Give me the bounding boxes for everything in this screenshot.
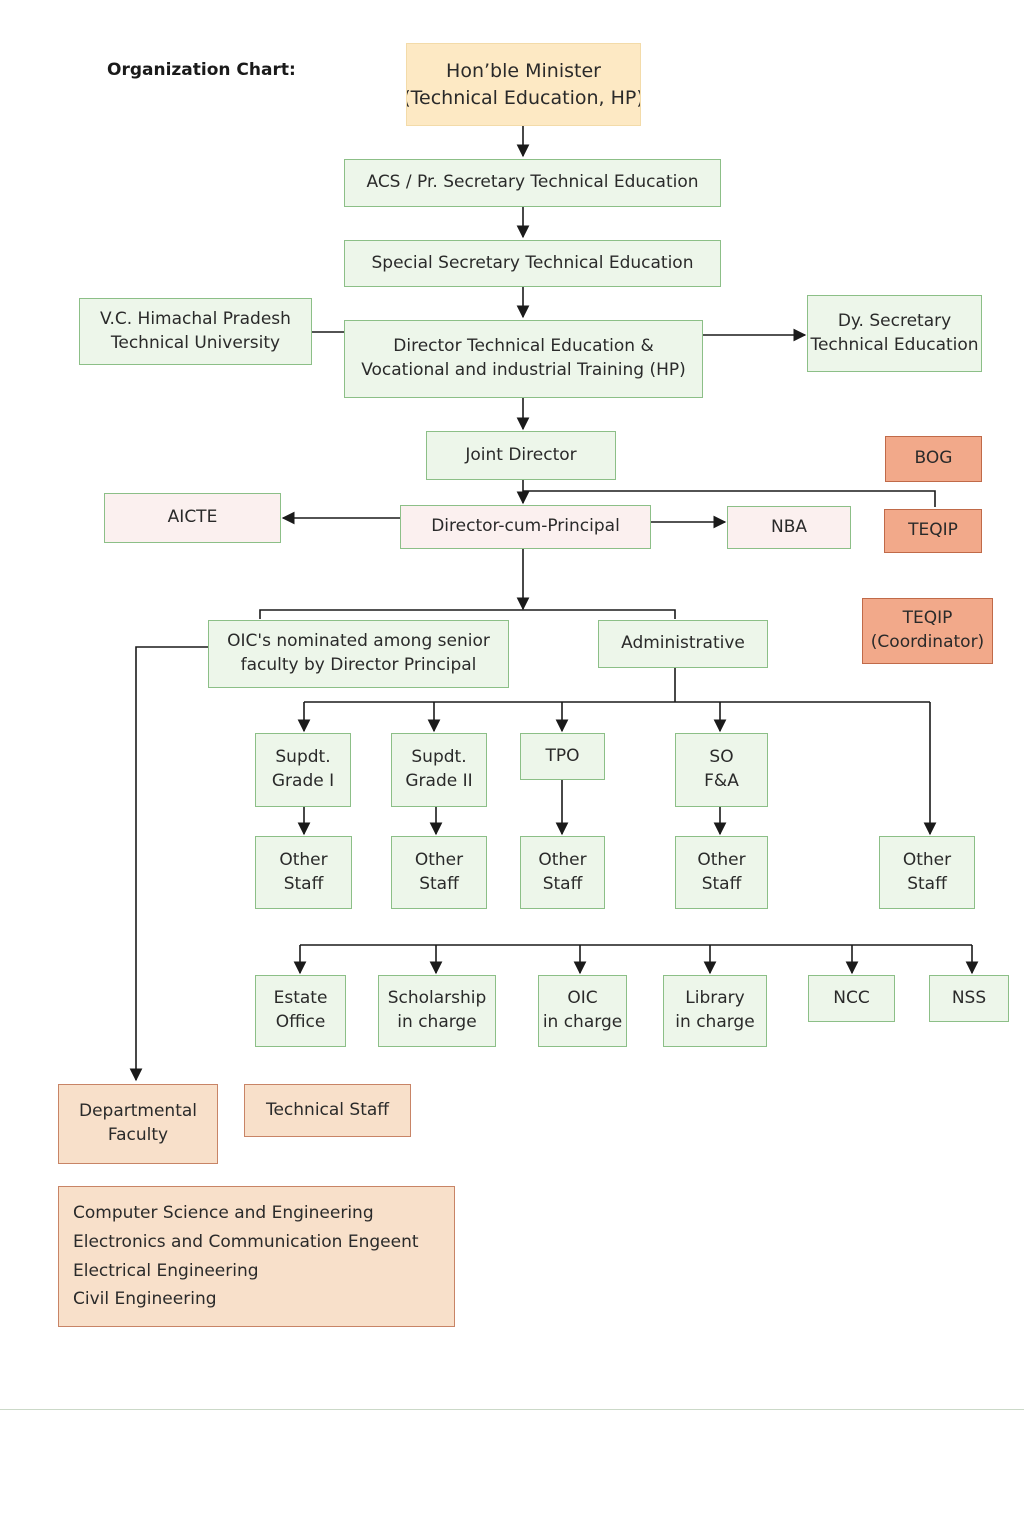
node-label-line: Staff bbox=[907, 873, 947, 894]
node-label-line: Technical University bbox=[110, 332, 281, 353]
chart-heading: Organization Chart: bbox=[107, 60, 296, 80]
node-label-line: BOG bbox=[914, 448, 953, 469]
node-oic-in-charge: OIC in charge bbox=[538, 975, 627, 1047]
node-label-line: AICTE bbox=[167, 507, 218, 528]
node-teqip: TEQIP bbox=[884, 509, 982, 553]
node-label-line: Office bbox=[275, 1012, 326, 1032]
node-label-line: Library bbox=[685, 988, 745, 1009]
node-label-line: faculty by Director Principal bbox=[240, 655, 477, 675]
node-label-line: Joint Director bbox=[465, 444, 577, 465]
node-label-line: Dy. Secretary bbox=[837, 310, 952, 331]
node-supdt-grade-1: Supdt. Grade I bbox=[255, 733, 351, 807]
footer-divider bbox=[0, 1409, 1024, 1410]
node-label-line: TEQIP bbox=[908, 520, 958, 541]
node-label-line: Departmental bbox=[78, 1101, 197, 1122]
node-label-line: SO bbox=[709, 747, 734, 768]
node-label-line: Other bbox=[414, 849, 464, 870]
node-label-line: Other bbox=[902, 849, 952, 870]
node-label-line: Staff bbox=[283, 873, 324, 894]
node-label-line: Electronics and Communication Engeent bbox=[73, 1231, 419, 1252]
node-technical-staff: Technical Staff bbox=[244, 1084, 411, 1137]
node-joint-director: Joint Director bbox=[426, 431, 616, 480]
node-label-line: TPO bbox=[545, 745, 580, 766]
node-label-line: V.C. Himachal Pradesh bbox=[100, 308, 291, 329]
node-nss: NSS bbox=[929, 975, 1009, 1022]
node-tpo: TPO bbox=[520, 733, 605, 780]
node-oics: OIC's nominated among senior faculty by D… bbox=[208, 620, 509, 688]
node-library: Library in charge bbox=[663, 975, 767, 1047]
node-label-line: ACS / Pr. Secretary Technical Education bbox=[366, 172, 699, 193]
node-minister: Hon’ble Minister (Technical Education, HP… bbox=[406, 43, 641, 126]
node-supdt-grade-2: Supdt. Grade II bbox=[391, 733, 487, 807]
node-label-line: Staff bbox=[542, 873, 583, 894]
node-ncc: NCC bbox=[808, 975, 895, 1022]
node-label-line: Director-cum-Principal bbox=[431, 516, 620, 537]
node-label-line: Other bbox=[538, 849, 587, 870]
node-label-line: Civil Engineering bbox=[73, 1289, 217, 1310]
node-label-line: OIC bbox=[567, 988, 598, 1009]
node-director-te: Director Technical Education & Vocational… bbox=[344, 320, 703, 398]
node-label-line: Other bbox=[697, 849, 746, 870]
node-label-line: NCC bbox=[833, 987, 870, 1008]
node-scholarship: Scholarship in charge bbox=[378, 975, 496, 1047]
node-label-line: Estate bbox=[273, 988, 328, 1009]
node-aicte: AICTE bbox=[104, 493, 281, 543]
node-label-line: Other bbox=[279, 849, 328, 870]
node-acs-secretary: ACS / Pr. Secretary Technical Education bbox=[344, 159, 721, 207]
node-director-principal: Director-cum-Principal bbox=[400, 505, 651, 549]
node-label-line: Scholarship bbox=[387, 988, 487, 1009]
node-special-secretary: Special Secretary Technical Education bbox=[344, 240, 721, 287]
node-label-line: Director Technical Education & bbox=[393, 336, 654, 357]
node-label-line: Supdt. bbox=[275, 747, 331, 768]
node-label-line: F&A bbox=[704, 771, 739, 791]
node-label-line: Vocational and industrial Training (HP) bbox=[361, 360, 686, 380]
node-label-line: Grade I bbox=[271, 771, 335, 791]
node-teqip-coordinator: TEQIP (Coordinator) bbox=[862, 598, 993, 664]
node-label-line: Faculty bbox=[107, 1125, 169, 1145]
node-label-line: Technical Education bbox=[810, 334, 979, 355]
node-administrative: Administrative bbox=[598, 620, 768, 668]
node-label-line: Computer Science and Engineering bbox=[73, 1203, 374, 1224]
node-label-line: (Coordinator) bbox=[870, 632, 985, 652]
node-label-line: OIC's nominated among senior bbox=[227, 631, 490, 652]
node-label-line: TEQIP bbox=[902, 608, 953, 629]
node-label-line: Hon’ble Minister bbox=[446, 59, 601, 82]
node-label-line: in charge bbox=[542, 1012, 623, 1032]
node-label-line: (Technical Education, HP) bbox=[406, 86, 641, 109]
node-nba: NBA bbox=[727, 506, 851, 549]
node-label-line: in charge bbox=[675, 1012, 755, 1032]
node-label-line: Special Secretary Technical Education bbox=[371, 252, 694, 273]
node-label-line: Staff bbox=[419, 873, 459, 894]
node-label-line: NBA bbox=[770, 516, 807, 537]
node-label-line: Electrical Engineering bbox=[73, 1260, 259, 1281]
node-label-line: in charge bbox=[397, 1012, 477, 1032]
node-label-line: Technical Staff bbox=[265, 1099, 390, 1120]
node-label-line: Administrative bbox=[621, 633, 745, 654]
node-label-line: Grade II bbox=[405, 771, 473, 791]
node-bog: BOG bbox=[885, 436, 982, 482]
node-so-fa: SO F&A bbox=[675, 733, 768, 807]
node-label-line: NSS bbox=[951, 987, 987, 1008]
node-label-line: Staff bbox=[701, 873, 742, 894]
node-label-line: Supdt. bbox=[411, 747, 467, 768]
